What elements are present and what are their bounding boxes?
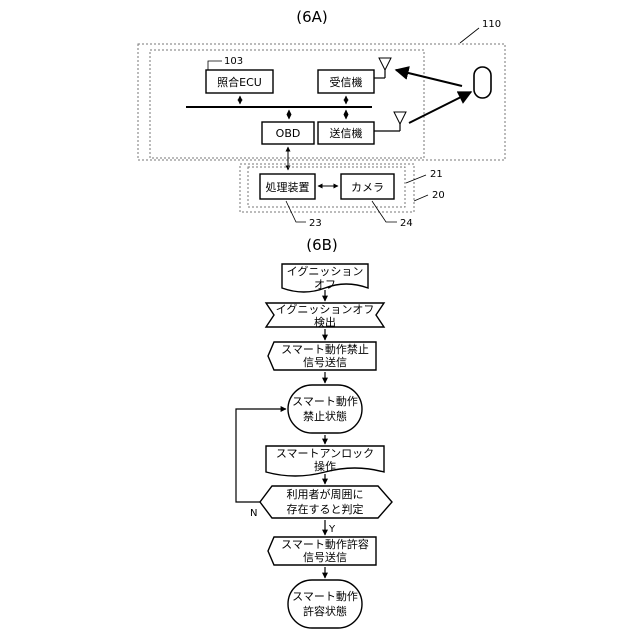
permit-signal-line1: スマート動作許容 xyxy=(281,537,369,551)
camera-label: カメラ xyxy=(351,181,384,194)
prohibit-state-line2: 禁止状態 xyxy=(303,409,347,423)
permit-state xyxy=(288,580,362,628)
ignition-off-line1: イグニッション xyxy=(287,264,364,278)
decision-line1: 利用者が周囲に xyxy=(287,487,364,501)
ref-20-leader xyxy=(414,195,428,201)
ref-24: 24 xyxy=(400,218,413,229)
ref-21: 21 xyxy=(430,169,443,180)
permit-signal-line2: 信号送信 xyxy=(303,550,347,564)
key-to-receiver-arrow xyxy=(396,70,462,86)
figure-6a: (6A) 110 103 照合ECU 受信機 OBD 送信機 xyxy=(138,8,505,229)
permit-state-line1: スマート動作 xyxy=(292,589,358,603)
ref-103: 103 xyxy=(224,56,243,67)
ignition-off-detect-line1: イグニッションオフ xyxy=(276,302,375,316)
ignition-off-detect-line2: 検出 xyxy=(314,315,336,329)
transmitter-label: 送信機 xyxy=(330,126,363,140)
permit-state-line2: 許容状態 xyxy=(303,604,347,618)
decision-line2: 存在すると判定 xyxy=(287,502,364,516)
receiver-label: 受信機 xyxy=(330,75,363,89)
unlock-op-line2: 操作 xyxy=(314,459,336,473)
collation-ecu-label: 照合ECU xyxy=(217,75,262,89)
figure-6b: (6B) イグニッション オフ イグニッションオフ 検出 スマート動作禁止 信号… xyxy=(236,236,392,628)
fig-6b-title: (6B) xyxy=(306,236,338,254)
decision-no-label: N xyxy=(250,508,257,519)
receiver-antenna-icon xyxy=(374,58,391,78)
prohibit-state xyxy=(288,385,362,433)
fig-6a-title: (6A) xyxy=(296,8,328,26)
ref-110-leader xyxy=(460,28,479,43)
prohibit-signal-line2: 信号送信 xyxy=(303,355,347,369)
obd-label: OBD xyxy=(276,127,301,140)
unlock-op-line1: スマートアンロック xyxy=(276,447,374,460)
ref-23: 23 xyxy=(309,218,322,229)
ref-20: 20 xyxy=(432,190,445,201)
prohibit-signal-line1: スマート動作禁止 xyxy=(281,342,369,356)
ignition-off-line2: オフ xyxy=(314,278,336,291)
processor-label: 処理装置 xyxy=(266,181,310,194)
decision-yes-label: Y xyxy=(328,524,336,535)
transmitter-antenna-icon xyxy=(374,112,406,131)
ref-103-leader xyxy=(208,61,222,70)
ref-21-leader xyxy=(406,175,426,183)
ref-110: 110 xyxy=(482,19,501,30)
transmitter-to-key-arrow xyxy=(409,92,471,123)
smart-key-icon xyxy=(474,67,491,98)
prohibit-state-line1: スマート動作 xyxy=(292,394,358,408)
